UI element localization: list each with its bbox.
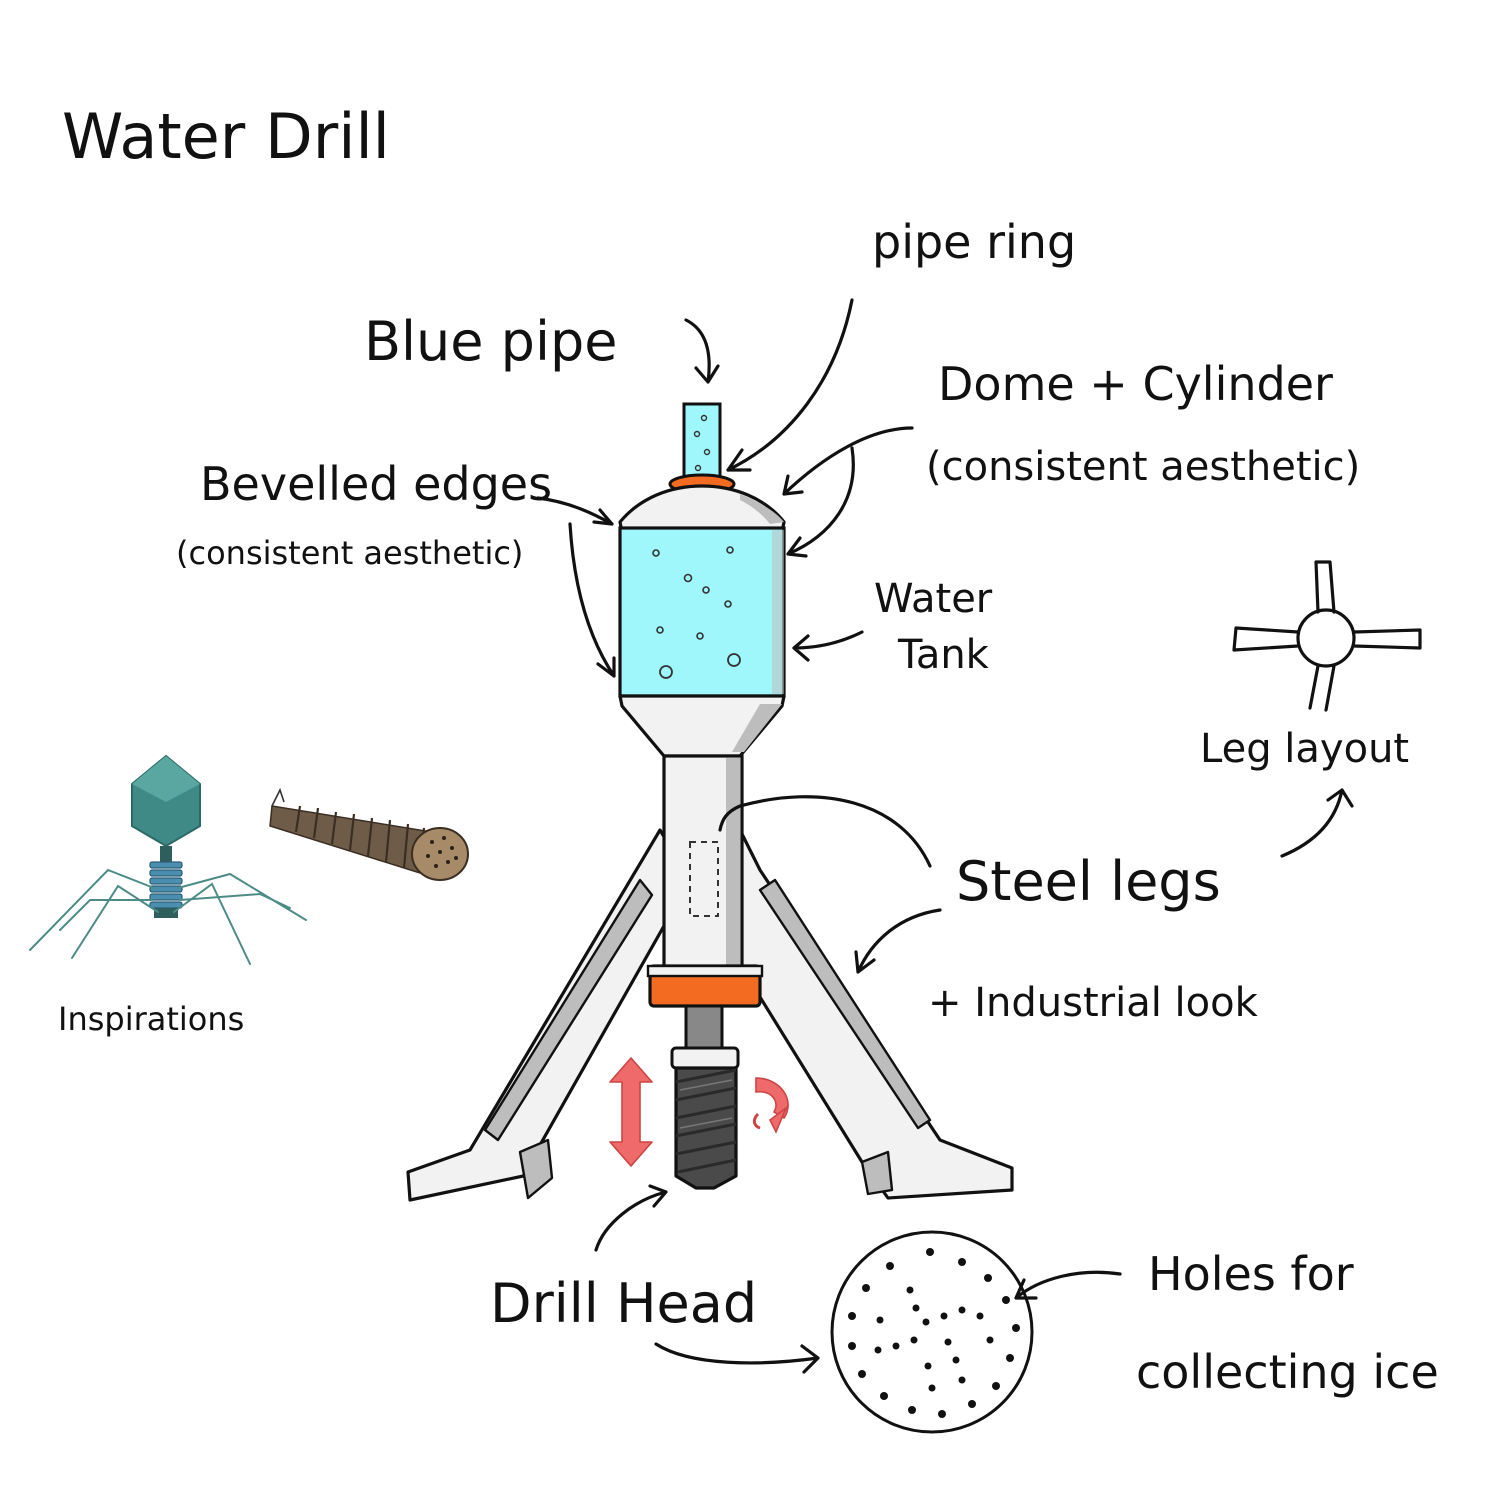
label-holes-2: collecting ice [1136,1345,1439,1399]
inspiration-phage-image [30,756,306,964]
arrow-blue-pipe [686,320,718,382]
arrow-bevel-bottom [570,524,614,676]
water-tank [620,528,784,696]
label-holes-1: Holes for [1148,1247,1354,1301]
drill-washer [672,1048,738,1068]
vertical-motion-arrow-icon [610,1058,652,1166]
rotation-arrow-icon [754,1078,788,1132]
arrow-dome [784,428,912,494]
label-steel-legs: Steel legs [956,850,1221,913]
label-leg-layout: Leg layout [1200,726,1409,772]
arrow-leg-layout [1282,790,1352,856]
arrow-drill-head-circle [656,1344,818,1372]
label-bevelled-edges: Bevelled edges [200,457,552,511]
main-shaft [664,756,742,974]
drill-stem [686,1006,722,1052]
label-inspirations: Inspirations [58,1000,244,1038]
label-pipe-ring: pipe ring [872,215,1076,269]
label-drill-head: Drill Head [490,1272,757,1335]
drill-head-holes-diagram [832,1232,1032,1432]
label-water-tank-1: Water [874,576,993,622]
arrow-water-tank [794,632,862,660]
label-blue-pipe: Blue pipe [364,310,617,373]
label-bevelled-edges-note: (consistent aesthetic) [176,534,523,572]
label-dome-cylinder: Dome + Cylinder [938,357,1333,411]
arrow-pipe-ring [728,300,852,470]
inspiration-drill-core-image [270,790,468,880]
drill-assembly [408,404,1012,1200]
label-dome-cylinder-note: (consistent aesthetic) [926,444,1360,490]
label-water-tank-2: Tank [897,632,990,678]
leg-layout-diagram [1234,562,1420,710]
arrow-holes [1016,1272,1120,1298]
label-industrial-look: + Industrial look [928,980,1259,1026]
title: Water Drill [62,100,390,173]
arrow-drill-head-up [596,1186,666,1250]
arrow-steel-legs-leg [856,910,940,972]
shaft-collar [648,966,762,1006]
drill-bit [676,1068,736,1188]
